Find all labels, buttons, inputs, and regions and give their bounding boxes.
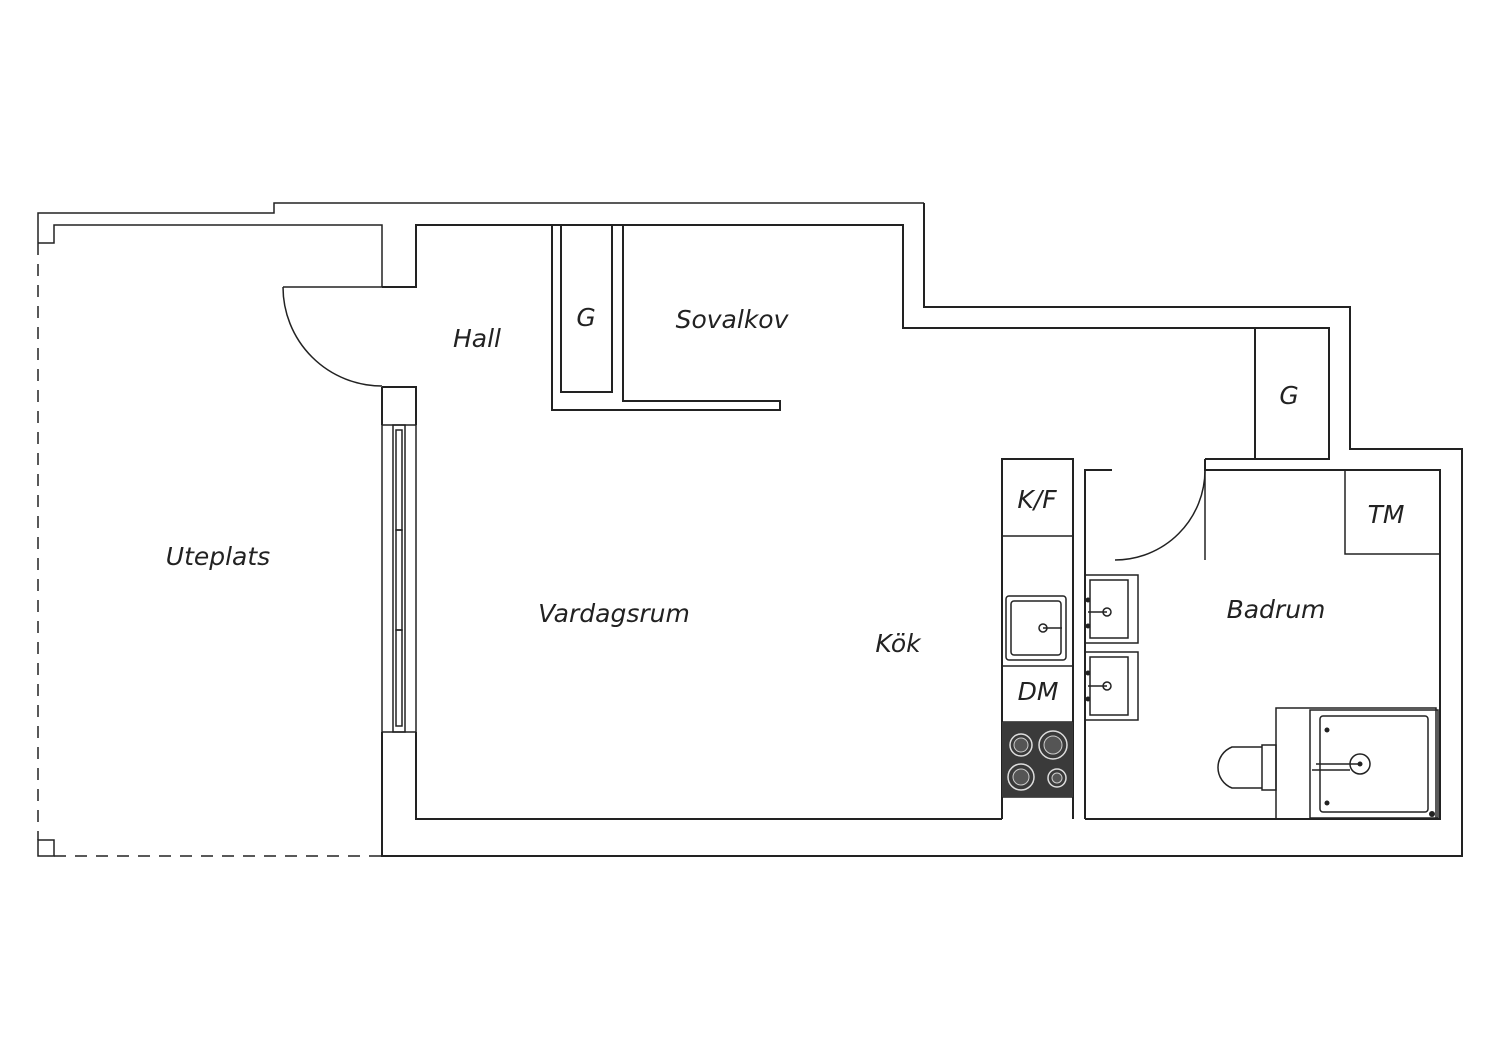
room-label-wardrobe-hall: G	[576, 303, 595, 332]
stove-icon	[1002, 722, 1073, 797]
toilet-icon	[1217, 744, 1277, 791]
room-label-fridge-freezer: K/F	[1017, 485, 1057, 514]
room-label-washing-machine: TM	[1368, 500, 1405, 529]
patio-outline	[37, 202, 924, 857]
room-label-badrum: Badrum	[1227, 595, 1326, 624]
bathroom-sink-icon	[1084, 651, 1139, 721]
inner-walls	[382, 224, 1441, 820]
bathroom-sink-icon	[1084, 574, 1139, 644]
room-label-vardagsrum: Vardagsrum	[538, 599, 690, 628]
kitchen-sink-icon	[1005, 595, 1067, 661]
shower-icon	[1275, 707, 1439, 819]
room-label-dishwasher: DM	[1018, 677, 1059, 706]
entry-door	[282, 286, 383, 387]
room-label-hall: Hall	[453, 324, 501, 353]
room-label-wardrobe-right: G	[1279, 381, 1298, 410]
room-label-sovalkov: Sovalkov	[676, 305, 790, 334]
outer-walls	[381, 203, 1463, 857]
window	[381, 424, 417, 733]
room-label-uteplats: Uteplats	[166, 542, 270, 571]
room-label-kok: Kök	[875, 629, 922, 658]
bathroom-door	[1114, 469, 1206, 561]
